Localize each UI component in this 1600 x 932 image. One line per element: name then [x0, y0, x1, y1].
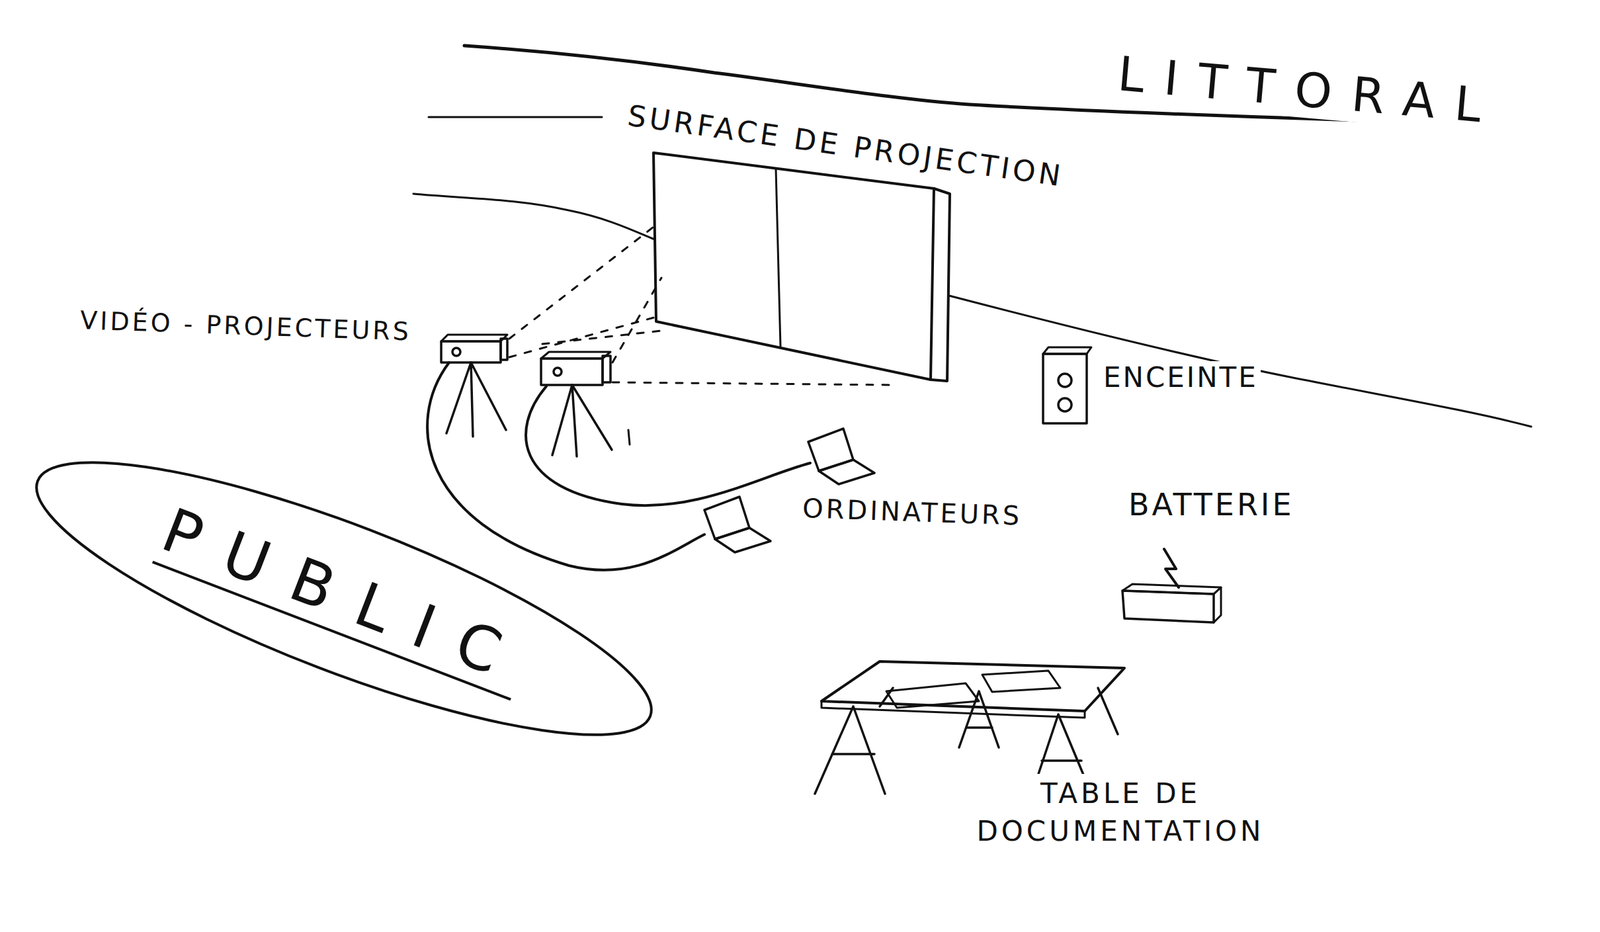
area-label: PUBLIC	[152, 496, 536, 701]
part-label: TABLE DE DOCUMENTATION	[932, 773, 1309, 852]
part-label: VIDÉO - PROJECTEURS	[76, 305, 415, 348]
speaker	[1043, 347, 1092, 424]
cable	[525, 386, 811, 506]
audience-area: PUBLIC	[7, 408, 680, 788]
laptop	[808, 428, 875, 485]
battery	[1122, 548, 1222, 623]
cable	[427, 362, 705, 571]
shoreline	[413, 193, 655, 240]
part-label: SURFACE DE PROJECTION	[623, 97, 1069, 195]
video-projector	[541, 351, 630, 457]
projection-screen	[653, 152, 950, 381]
video-projector	[441, 334, 508, 437]
region-label: LITTORAL	[1113, 46, 1507, 135]
projection-beam	[509, 224, 893, 385]
part-label: ENCEINTE	[1100, 361, 1261, 395]
horizon-line	[428, 116, 602, 119]
shoreline	[949, 295, 1532, 427]
part-label: BATTERIE	[1125, 486, 1298, 524]
part-label: ORDINATEURS	[799, 492, 1026, 532]
ellipse-outline	[11, 412, 677, 786]
laptop	[704, 496, 771, 553]
